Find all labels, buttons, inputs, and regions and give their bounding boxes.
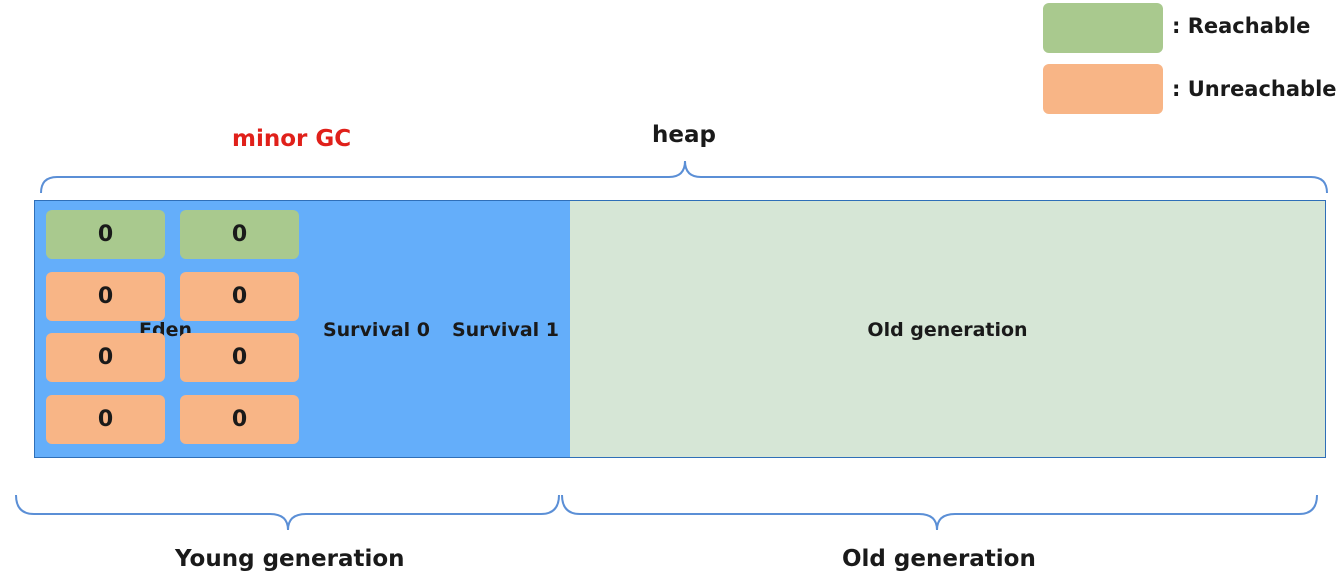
heap-label: heap — [652, 122, 716, 148]
legend-unreachable-label: : Unreachable — [1172, 77, 1337, 101]
minor-gc-label: minor GC — [232, 126, 352, 152]
eden-object: 0 — [180, 395, 299, 444]
object-value: 0 — [97, 407, 114, 432]
heap-box: Eden 0 0 0 0 0 0 0 0 Survival 0 Survival… — [34, 200, 1326, 458]
old-generation-label: Old generation — [842, 546, 1036, 572]
eden-object: 0 — [180, 333, 299, 382]
object-value: 0 — [231, 222, 248, 247]
eden-object: 0 — [180, 272, 299, 321]
legend-reachable-label: : Reachable — [1172, 14, 1311, 38]
object-value: 0 — [97, 345, 114, 370]
object-value: 0 — [231, 345, 248, 370]
eden-object: 0 — [46, 395, 165, 444]
survival-1-label: Survival 1 — [451, 319, 560, 341]
eden-object: 0 — [46, 333, 165, 382]
object-value: 0 — [97, 284, 114, 309]
object-value: 0 — [231, 284, 248, 309]
old-generation-brace — [561, 494, 1318, 531]
old-generation-region: Old generation — [570, 201, 1325, 457]
eden-region: Eden 0 0 0 0 0 0 0 0 — [35, 201, 313, 457]
eden-object: 0 — [180, 210, 299, 259]
young-generation-label: Young generation — [175, 546, 405, 572]
legend-unreachable-swatch — [1043, 64, 1163, 114]
legend-reachable-swatch — [1043, 3, 1163, 53]
survival-0-label: Survival 0 — [322, 319, 431, 341]
eden-object: 0 — [46, 210, 165, 259]
heap-brace — [40, 160, 1328, 194]
survival-0-region: Survival 0 — [312, 201, 442, 457]
young-generation-brace — [15, 494, 560, 531]
old-generation-region-label: Old generation — [867, 319, 1028, 341]
eden-object: 0 — [46, 272, 165, 321]
survival-1-region: Survival 1 — [441, 201, 571, 457]
object-value: 0 — [231, 407, 248, 432]
object-value: 0 — [97, 222, 114, 247]
